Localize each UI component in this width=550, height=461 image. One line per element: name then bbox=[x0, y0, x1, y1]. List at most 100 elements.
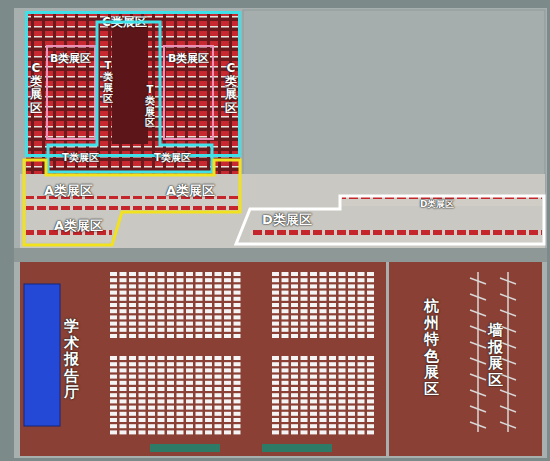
chair bbox=[110, 406, 117, 410]
poster-board bbox=[470, 390, 486, 396]
chair bbox=[358, 315, 365, 319]
chair bbox=[348, 418, 355, 422]
chair bbox=[177, 278, 184, 282]
chair bbox=[320, 418, 327, 422]
chair bbox=[139, 387, 146, 391]
chair bbox=[139, 399, 146, 403]
chair bbox=[272, 297, 279, 301]
chair bbox=[110, 303, 117, 307]
chair bbox=[215, 375, 222, 379]
chair bbox=[272, 375, 279, 379]
chair bbox=[358, 362, 365, 366]
chair bbox=[196, 387, 203, 391]
chair bbox=[205, 406, 212, 410]
chair bbox=[148, 387, 155, 391]
zone-region: 学术报告厅 bbox=[20, 262, 386, 456]
chair bbox=[186, 406, 193, 410]
chair bbox=[358, 272, 365, 276]
chair bbox=[215, 362, 222, 366]
chair bbox=[205, 412, 212, 416]
chair bbox=[129, 430, 136, 434]
zone-region: A类展区A类展区A类展区 bbox=[22, 158, 242, 247]
chair bbox=[110, 322, 117, 326]
chair bbox=[215, 291, 222, 295]
chair bbox=[148, 375, 155, 379]
chair bbox=[367, 418, 374, 422]
chair bbox=[139, 362, 146, 366]
chair bbox=[234, 356, 241, 360]
chair bbox=[348, 334, 355, 338]
chair bbox=[291, 297, 298, 301]
chair bbox=[320, 356, 327, 360]
chair bbox=[139, 356, 146, 360]
poster-board bbox=[500, 422, 516, 428]
chair bbox=[291, 430, 298, 434]
chair bbox=[358, 291, 365, 295]
d-booths bbox=[250, 230, 542, 242]
chair bbox=[367, 297, 374, 301]
chair bbox=[301, 291, 308, 295]
chair bbox=[310, 303, 317, 307]
zone-label: C类展区 bbox=[30, 62, 42, 115]
chair bbox=[148, 356, 155, 360]
chair bbox=[234, 368, 241, 372]
chair bbox=[120, 399, 127, 403]
chair bbox=[110, 356, 117, 360]
chair bbox=[291, 387, 298, 391]
chair bbox=[215, 368, 222, 372]
chair bbox=[186, 297, 193, 301]
chair bbox=[167, 297, 174, 301]
chair bbox=[320, 412, 327, 416]
chair bbox=[205, 399, 212, 403]
chair bbox=[329, 278, 336, 282]
chair bbox=[234, 278, 241, 282]
zone-region: B类展区 bbox=[46, 45, 96, 140]
chair bbox=[329, 356, 336, 360]
chair bbox=[291, 418, 298, 422]
chair bbox=[158, 322, 165, 326]
chair bbox=[148, 412, 155, 416]
zone-label: 学术报告厅 bbox=[64, 318, 79, 401]
chair bbox=[329, 430, 336, 434]
chair bbox=[348, 362, 355, 366]
chair bbox=[167, 418, 174, 422]
chair bbox=[196, 291, 203, 295]
chair bbox=[158, 393, 165, 397]
chair bbox=[367, 334, 374, 338]
chair bbox=[148, 362, 155, 366]
poster-board bbox=[500, 294, 516, 300]
chair bbox=[196, 356, 203, 360]
chair bbox=[224, 362, 231, 366]
chair bbox=[367, 430, 374, 434]
chair bbox=[320, 406, 327, 410]
chair bbox=[348, 303, 355, 307]
chair bbox=[339, 309, 346, 313]
chair bbox=[291, 375, 298, 379]
chair bbox=[167, 406, 174, 410]
chair bbox=[282, 368, 289, 372]
chair bbox=[339, 322, 346, 326]
chair bbox=[129, 412, 136, 416]
chair bbox=[120, 430, 127, 434]
chair bbox=[358, 381, 365, 385]
chair bbox=[367, 272, 374, 276]
chair bbox=[158, 412, 165, 416]
chair bbox=[301, 387, 308, 391]
chair bbox=[329, 399, 336, 403]
chair bbox=[234, 399, 241, 403]
zone-label: D类展区 bbox=[262, 211, 312, 229]
chair bbox=[301, 406, 308, 410]
chair bbox=[139, 393, 146, 397]
chair bbox=[301, 362, 308, 366]
chair bbox=[358, 375, 365, 379]
chair bbox=[224, 406, 231, 410]
chair bbox=[348, 328, 355, 332]
chair bbox=[367, 362, 374, 366]
chair bbox=[329, 297, 336, 301]
chair bbox=[358, 284, 365, 288]
chair bbox=[234, 291, 241, 295]
chair bbox=[120, 368, 127, 372]
chair bbox=[272, 430, 279, 434]
zone-label: A类展区 bbox=[166, 182, 215, 200]
